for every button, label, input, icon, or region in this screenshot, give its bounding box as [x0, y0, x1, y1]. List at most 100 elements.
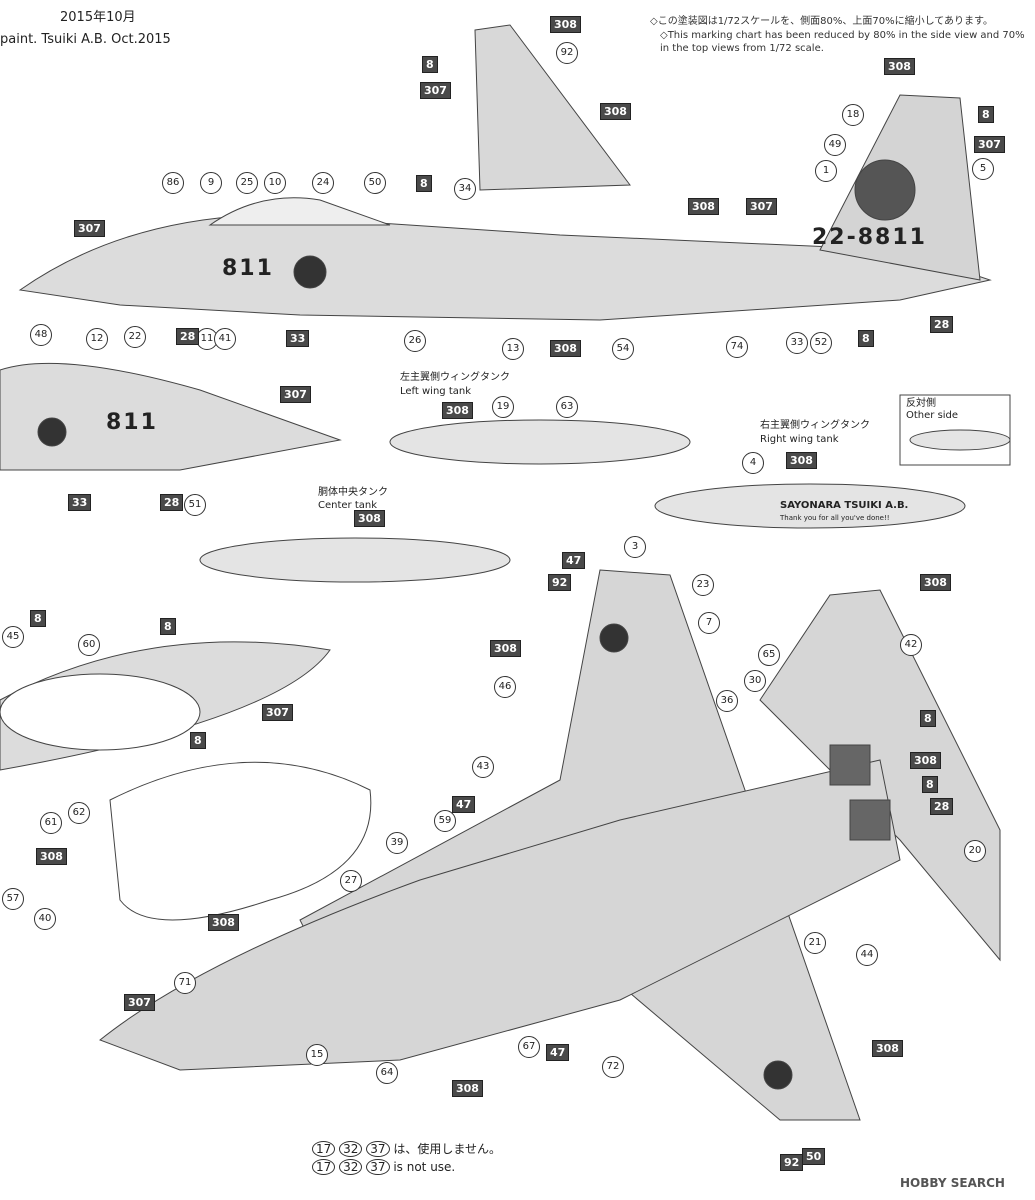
center-tank [199, 537, 511, 583]
top-view-aircraft [99, 569, 1001, 1121]
callout-59: 27 [340, 870, 362, 892]
unused-num-32: 32 [339, 1141, 363, 1157]
color-box-307-e: 307 [280, 386, 311, 403]
color-box-8: 8 [422, 56, 438, 73]
left-tank-label-en: Left wing tank [400, 386, 471, 397]
nose-number-side: 811 [222, 256, 274, 281]
callout-50: 50 [364, 172, 386, 194]
callout-45: 72 [602, 1056, 624, 1078]
callout-54: 13 [502, 338, 524, 360]
center-tank-label-en: Center tank [318, 500, 378, 511]
callout-46: 43 [472, 756, 494, 778]
color-box-50: 50 [802, 1148, 826, 1165]
callout-19: 92 [556, 42, 578, 64]
header-title-jp: 2015年10月 [60, 10, 136, 25]
callout-22: 41 [214, 328, 236, 350]
callout-86: 86 [162, 172, 184, 194]
callout-27: 39 [386, 832, 408, 854]
color-box-308-l: 308 [36, 848, 67, 865]
callout-62: 61 [40, 812, 62, 834]
color-box-8-d: 8 [858, 330, 874, 347]
color-box-308-n: 308 [452, 1080, 483, 1097]
callout-65: 7 [698, 612, 720, 634]
color-box-33: 33 [286, 330, 310, 347]
right-tank-text-1: SAYONARA TSUIKI A.B. [780, 500, 909, 511]
color-box-8-g: 8 [30, 610, 46, 627]
callout-44: 21 [804, 932, 826, 954]
color-box-308-f: 308 [442, 402, 473, 419]
unused-text-en: is not use. [393, 1160, 456, 1174]
color-box-307-b: 307 [974, 136, 1005, 153]
color-box-308-h: 308 [354, 510, 385, 527]
unused-num-17-en: 17 [312, 1159, 336, 1175]
color-box-308-c: 308 [884, 58, 915, 75]
callout-67: 15 [306, 1044, 328, 1066]
color-box-308-d: 308 [688, 198, 719, 215]
right-tank-text-2: Thank you for all you've done!! [780, 514, 890, 522]
color-box-28-b: 28 [930, 316, 954, 333]
unused-num-37-en: 37 [366, 1159, 390, 1175]
callout-21: 20 [964, 840, 986, 862]
color-box-308-j: 308 [490, 640, 521, 657]
color-box-8-e: 8 [920, 710, 936, 727]
scale-note-en-1: ◇This marking chart has been reduced by … [660, 30, 1025, 41]
color-box-308-g: 308 [786, 452, 817, 469]
callout-33: 74 [726, 336, 748, 358]
callout-7: 23 [692, 574, 714, 596]
color-box-307: 307 [420, 82, 451, 99]
callout-57: 40 [34, 908, 56, 930]
color-box-47-b: 47 [452, 796, 476, 813]
callout-5: 5 [972, 158, 994, 180]
serial-number: 22-8811 [812, 225, 927, 250]
left-tank-label-jp: 左主翼側ウィングタンク [400, 372, 510, 383]
callout-61: 60 [78, 634, 100, 656]
callout-40: 62 [68, 802, 90, 824]
callout-1: 1 [815, 160, 837, 182]
unused-note-jp: 17 32 37 は、使用しません。 [312, 1140, 501, 1157]
color-box-8-i: 8 [190, 732, 206, 749]
nose-top-view [0, 641, 331, 771]
color-box-308: 308 [550, 16, 581, 33]
callout-79: 52 [810, 332, 832, 354]
callout-51: 22 [124, 326, 146, 348]
scale-note-en-2: in the top views from 1/72 scale. [660, 43, 824, 54]
right-tank-label-en: Right wing tank [760, 434, 839, 445]
callout-13: 26 [404, 330, 426, 352]
callout-3: 4 [742, 452, 764, 474]
tail-fin-upper [474, 24, 631, 191]
header-title-en: paint. Tsuiki A.B. Oct.2015 [0, 32, 171, 47]
callout-23: 3 [624, 536, 646, 558]
color-box-307-f: 307 [262, 704, 293, 721]
callout-63: 19 [492, 396, 514, 418]
callout-78: 57 [2, 888, 24, 910]
callout-4: 63 [556, 396, 578, 418]
callout-36: 30 [744, 670, 766, 692]
other-side-label-jp: 反対側 [906, 398, 936, 409]
side-view-fuselage [18, 94, 992, 321]
wing-tank-other-side [899, 394, 1011, 466]
callout-71: 59 [434, 810, 456, 832]
color-box-8-b: 8 [978, 106, 994, 123]
color-box-47: 47 [562, 552, 586, 569]
callout-25: 25 [236, 172, 258, 194]
color-box-308-i: 308 [920, 574, 951, 591]
callout-39: 46 [494, 676, 516, 698]
callout-18: 18 [842, 104, 864, 126]
right-tank-label-jp: 右主翼側ウィングタンク [760, 420, 870, 431]
unused-num-32-en: 32 [339, 1159, 363, 1175]
color-box-307-c: 307 [74, 220, 105, 237]
color-box-8-f: 8 [922, 776, 938, 793]
wing-tank-left [389, 419, 691, 465]
color-box-307-g: 307 [124, 994, 155, 1011]
unused-num-17: 17 [312, 1141, 336, 1157]
detail-inset [109, 761, 372, 921]
callout-24: 24 [312, 172, 334, 194]
unused-note-en: 17 32 37 is not use. [312, 1159, 456, 1175]
color-box-92-b: 92 [780, 1154, 804, 1171]
center-tank-label-jp: 胴体中央タンク [318, 487, 388, 498]
color-box-92: 92 [548, 574, 572, 591]
callout-74: 54 [612, 338, 634, 360]
callout-60: 45 [2, 626, 24, 648]
color-box-28: 28 [176, 328, 200, 345]
